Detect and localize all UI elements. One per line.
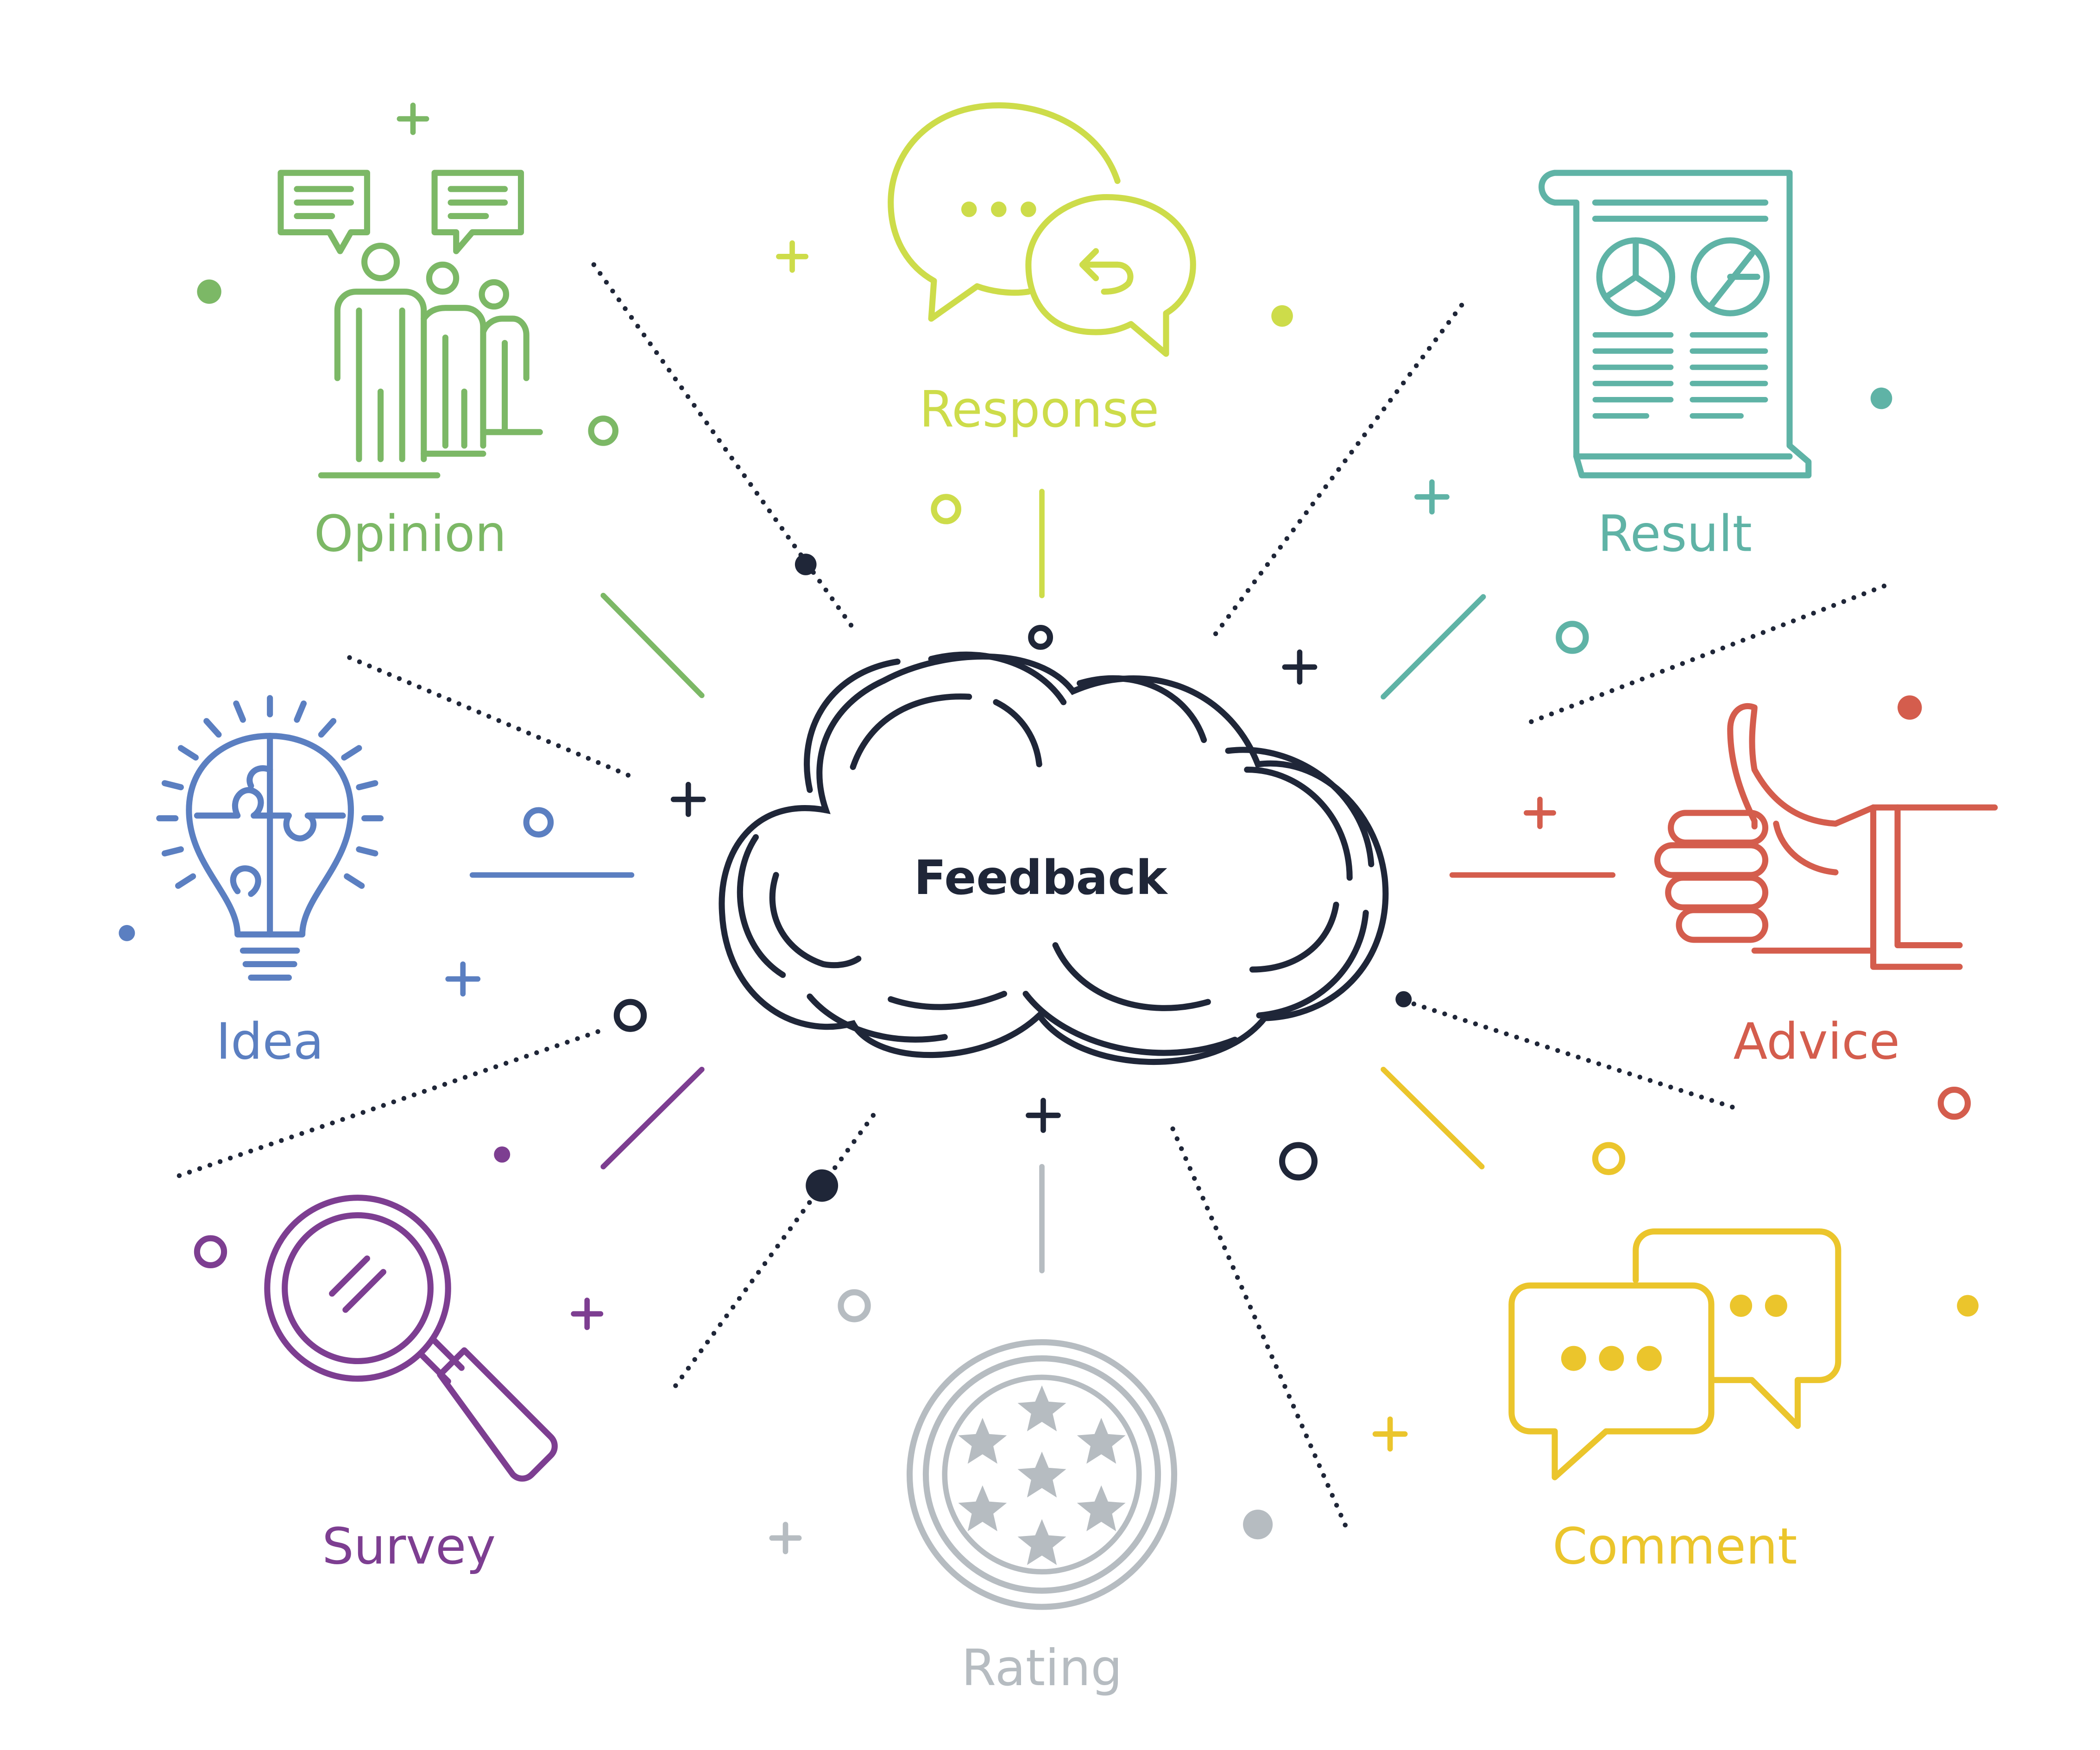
- idea-label: Idea: [216, 1013, 324, 1070]
- result-label: Result: [1598, 505, 1752, 563]
- opinion-label: Opinion: [314, 505, 507, 563]
- people-speech-icon: [277, 170, 543, 478]
- rings: [194, 415, 1971, 1322]
- feedback-cloud: [719, 651, 1389, 1065]
- thumbs-up-icon: [1654, 703, 1998, 970]
- response-label: Response: [919, 381, 1159, 439]
- speech-bubbles-icon: [888, 102, 1196, 357]
- star-badge-icon: [906, 1339, 1178, 1610]
- plus-signs: [397, 102, 1556, 1555]
- survey-label: Survey: [322, 1518, 496, 1576]
- solid-connectors: [469, 489, 1616, 1273]
- decorations: [119, 102, 1979, 1555]
- report-document-icon: [1539, 170, 1812, 478]
- filled-dots: [119, 279, 1979, 1540]
- advice-label: Advice: [1733, 1013, 1900, 1070]
- lightbulb-puzzle-icon: [156, 695, 384, 981]
- dotted-connectors: [167, 262, 1887, 1529]
- chat-bubbles-icon: [1508, 1228, 1841, 1480]
- rating-label: Rating: [961, 1639, 1122, 1697]
- magnifying-glass-icon: [264, 1195, 558, 1482]
- center-label: Feedback: [914, 850, 1168, 906]
- comment-label: Comment: [1552, 1518, 1797, 1576]
